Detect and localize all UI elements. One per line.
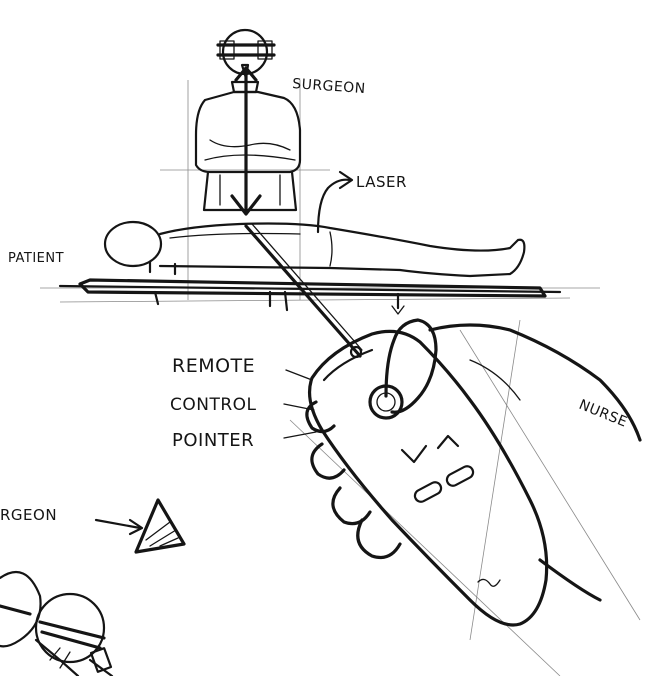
pointer-label: POINTER	[172, 430, 254, 451]
surgeon-figure-top	[196, 30, 300, 210]
surgeon-marker-left	[96, 500, 184, 552]
patient-label: PATIENT	[8, 251, 64, 266]
patient-figure	[105, 222, 524, 276]
surgeon-figures-bottom-left	[0, 572, 112, 676]
construction-lines	[40, 80, 640, 676]
remote-control-hand	[307, 320, 640, 625]
control-label: CONTROL	[170, 395, 257, 415]
nurse-label: NURSE	[577, 397, 630, 431]
surgeon-label-left: RGEON	[0, 506, 57, 524]
laser-leader-arrow	[318, 172, 352, 232]
laser-label: LASER	[356, 173, 407, 191]
surgeon-label-top: SURGEON	[292, 76, 366, 97]
remote-label: REMOTE	[172, 355, 255, 377]
